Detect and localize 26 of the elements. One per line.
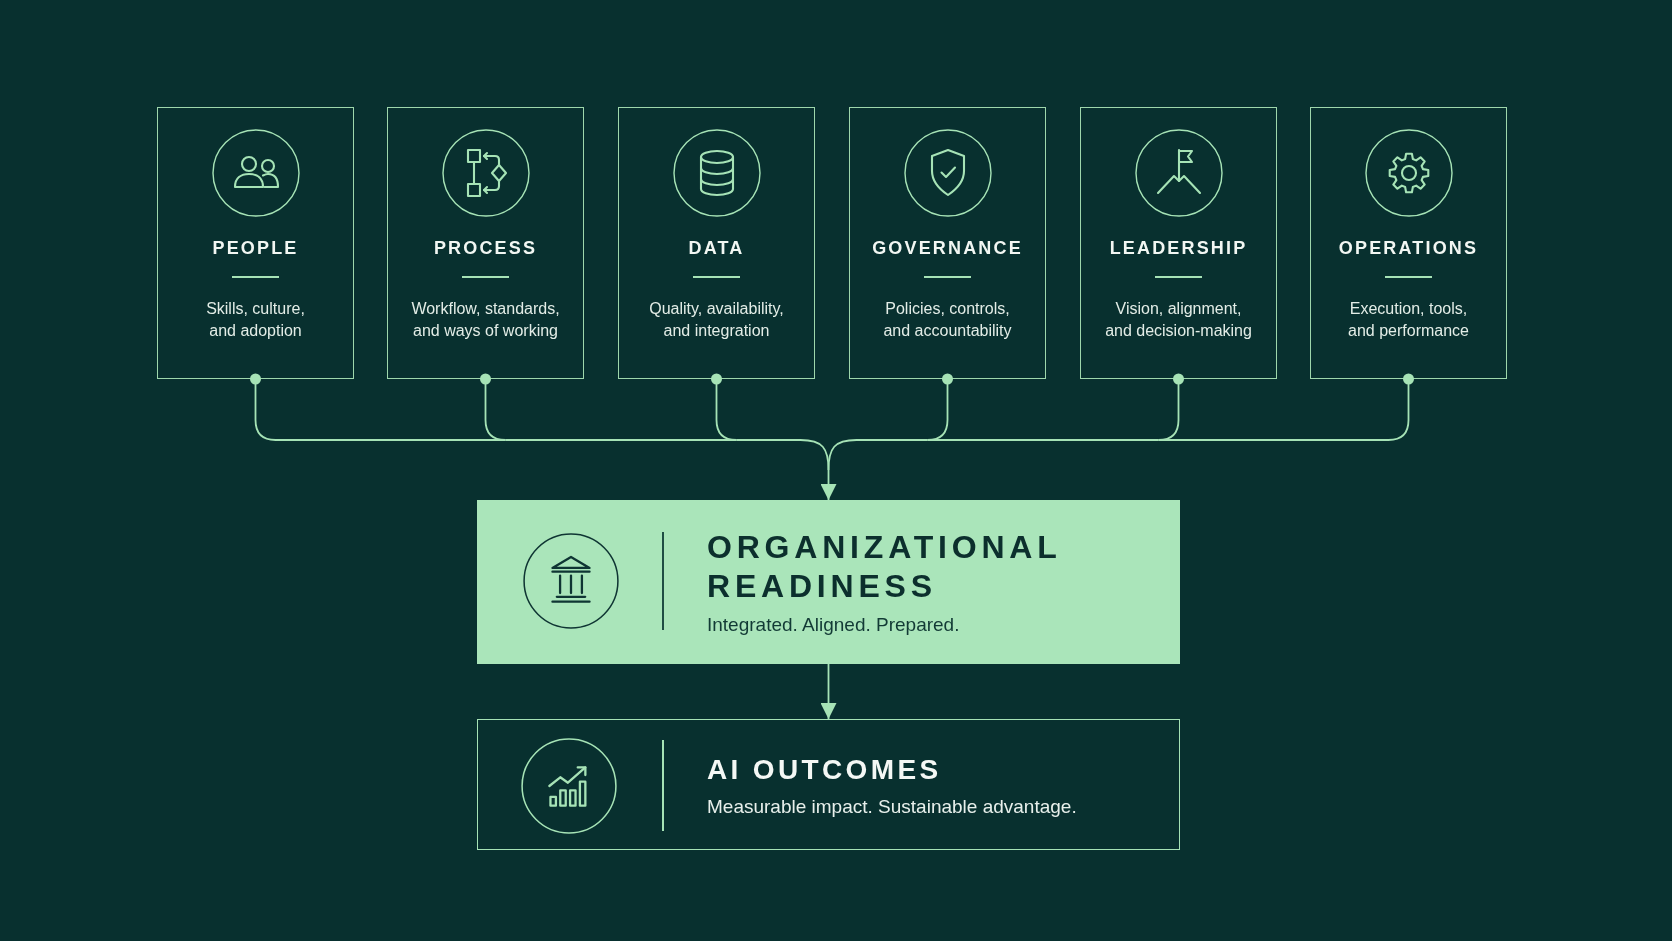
banner-subtitle: Integrated. Aligned. Prepared. [707,613,961,637]
outcome-subtitle: Measurable impact. Sustainable advantage. [707,795,1078,819]
pillar-description: Execution, tools, and performance [1347,299,1470,341]
pillar-card [387,107,584,379]
connector-arrow [820,469,837,501]
banner-title: ORGANIZATIONAL READINESS [707,528,1062,606]
pillar-description: Vision, alignment, and decision-making [1104,299,1253,341]
pillar-title: GOVERNANCE [872,237,1023,260]
outcome-panel [477,719,1180,850]
readiness-banner [477,500,1180,664]
pillar-card [1310,107,1507,379]
pillar-title: LEADERSHIP [1109,237,1248,260]
pillar-title: PEOPLE [212,237,299,260]
outcome-title: AI OUTCOMES [707,753,943,787]
pillar-card [157,107,354,379]
connector-arrow [820,663,837,720]
pillar-description: Quality, availability, and integration [648,299,785,341]
pillar-description: Policies, controls, and accountability [882,299,1013,341]
pillar-card [849,107,1046,379]
pillar-card [618,107,815,379]
pillar-title: OPERATIONS [1338,237,1479,260]
pillar-description: Workflow, standards, and ways of working [410,299,561,341]
pillar-title: DATA [688,237,745,260]
pillar-title: PROCESS [433,237,538,260]
pillar-description: Skills, culture, and adoption [205,299,306,341]
pillar-card [1080,107,1277,379]
